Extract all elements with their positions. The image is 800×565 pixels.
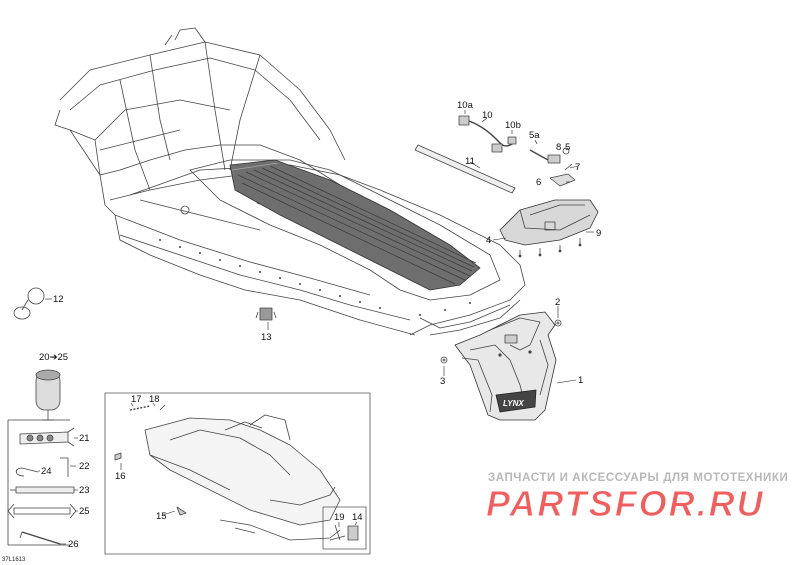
callout-20-25: 20➔25 (39, 352, 68, 363)
callout-4: 4 (486, 235, 491, 246)
callout-19: 19 (334, 512, 345, 523)
callout-26: 26 (68, 539, 79, 550)
harness-10-drawing (458, 115, 517, 153)
callout-22: 22 (79, 461, 90, 472)
callout-10: 10 (482, 110, 493, 121)
callout-3: 3 (440, 376, 445, 387)
overview-box-drawing (104, 392, 371, 555)
callout-labels: 1 2 3 4 5a 6 7 8 5 9 10 10a 10b 11 12 13… (39, 100, 601, 550)
callout-21: 21 (79, 433, 90, 444)
flap-emblem: LYNX (503, 399, 524, 408)
leader-lines (38, 110, 594, 545)
callout-1: 1 (578, 375, 583, 386)
watermark-tagline: ЗАПЧАСТИ И АКСЕССУАРЫ ДЛЯ МОТОТЕХНИКИ (488, 472, 789, 484)
callout-2: 2 (555, 297, 560, 308)
callout-17: 17 (131, 394, 142, 405)
clip-13-drawing (255, 307, 277, 321)
callout-15: 15 (156, 511, 167, 522)
callout-24: 24 (41, 466, 52, 477)
drawing-reference: 37L1613 (2, 557, 26, 563)
callout-16: 16 (115, 471, 126, 482)
callout-13: 13 (261, 332, 272, 343)
watermark-logo: PARTSFOR.RU (486, 483, 765, 524)
toolkit-drawing (7, 369, 77, 546)
callout-11: 11 (465, 156, 475, 167)
callout-10b: 10b (505, 120, 521, 131)
screw-3-drawing (440, 356, 448, 364)
frame-tunnel-drawing (54, 27, 526, 336)
callout-6: 6 (536, 177, 541, 188)
callout-12: 12 (53, 294, 64, 305)
callout-23: 23 (79, 485, 90, 496)
callout-5a: 5a (529, 130, 540, 141)
callout-10a: 10a (457, 100, 474, 111)
heat-exchanger-drawing (229, 159, 481, 291)
callout-5: 5 (565, 142, 570, 153)
callout-7: 7 (575, 162, 580, 173)
callout-18: 18 (149, 394, 160, 405)
callout-9: 9 (596, 228, 601, 239)
strip-11-drawing (414, 144, 516, 194)
cap-12-drawing (13, 287, 45, 320)
callout-8: 8 (556, 142, 561, 153)
callout-14: 14 (352, 512, 363, 523)
rear-flap-drawing: LYNX (454, 311, 557, 421)
taillight-housing-drawing (499, 199, 599, 258)
bracket-6-drawing (529, 147, 576, 187)
screw-2-drawing (554, 319, 562, 327)
callout-25: 25 (79, 506, 90, 517)
